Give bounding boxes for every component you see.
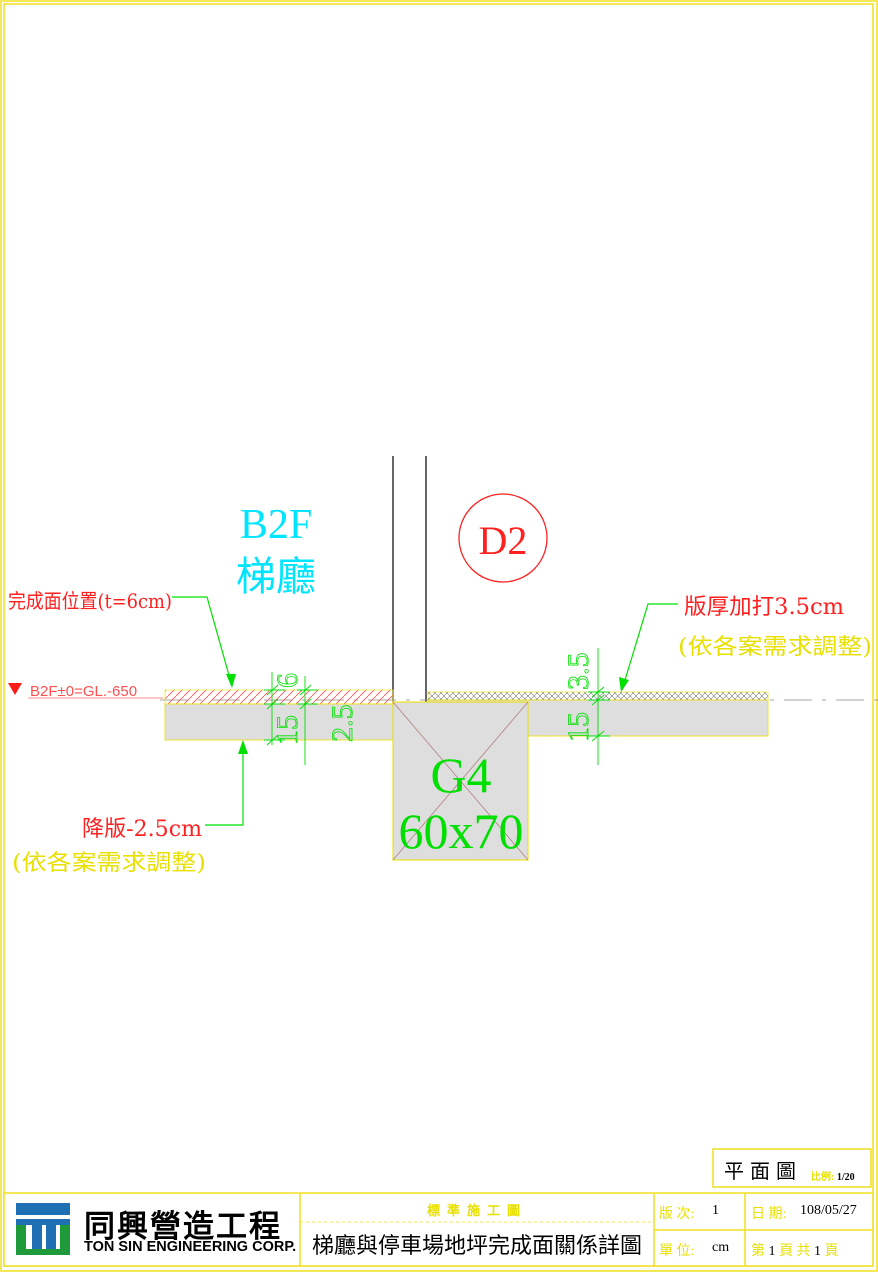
leader-slab-add	[621, 603, 678, 691]
scale: 比例: 1/20	[811, 1168, 855, 1183]
company-logo-icon	[16, 1203, 70, 1255]
dim-right-top: 3.5	[562, 653, 595, 691]
page-total: 1	[814, 1244, 821, 1259]
finish-position-label: 完成面位置(t=6cm)	[8, 589, 172, 613]
dim-left-slab: 15	[271, 715, 304, 745]
dimension-left	[264, 672, 318, 765]
leader-slab-drop	[205, 742, 244, 826]
slab-drop-note: (依各案需求調整)	[12, 851, 206, 876]
dim-right-slab: 15	[562, 712, 595, 742]
level-marker-icon	[8, 683, 22, 695]
drawing-title: 梯廳與停車場地坪完成面關係詳圖	[311, 1234, 642, 1259]
slab-add-label: 版厚加打3.5cm	[684, 595, 844, 620]
plan-title: 平面圖	[724, 1159, 802, 1183]
date-value: 108/05/27	[800, 1203, 857, 1218]
left-slab	[164, 703, 394, 741]
slab-add-note: (依各案需求調整)	[678, 635, 872, 660]
dimension-right	[588, 648, 610, 765]
level-mark-label: B2F±0=GL.-650	[30, 683, 137, 700]
standard-drawing-label: 標準施工圖	[426, 1203, 527, 1218]
version-value: 1	[712, 1203, 719, 1218]
page-info: 第 1 頁 共 1 頁	[751, 1240, 839, 1260]
page-prefix: 第	[751, 1244, 765, 1259]
date-label: 日 期:	[751, 1207, 787, 1222]
column-tag-circle	[458, 493, 548, 583]
company-name-zh: 同興營造工程	[84, 1209, 282, 1245]
company-name-en: TON SIN ENGINEERING CORP.	[84, 1239, 297, 1255]
page-mid: 頁 共	[779, 1244, 811, 1259]
left-finish-layer	[164, 689, 394, 705]
unit-value: cm	[712, 1240, 730, 1255]
dim-left-drop: 2.5	[326, 705, 359, 743]
room-name: 梯廳	[236, 554, 316, 600]
leader-arrow-1	[226, 674, 236, 688]
beam-diagonal-2	[392, 701, 529, 861]
leader-arrow-2	[238, 740, 248, 754]
leader-arrow-3	[619, 677, 629, 692]
version-label: 版 次:	[659, 1207, 695, 1222]
dim-left-top: 6	[271, 673, 304, 688]
page-number: 1	[768, 1244, 776, 1259]
room-level: B2F	[240, 502, 312, 548]
column-tag: D2	[479, 518, 528, 563]
slab-drop-label: 降版-2.5cm	[82, 817, 202, 842]
scale-value: 1/20	[836, 1172, 855, 1183]
unit-label: 單 位:	[659, 1244, 695, 1259]
page-suffix: 頁	[824, 1244, 839, 1259]
beam-size: 60x70	[399, 803, 524, 859]
scale-label: 比例:	[811, 1172, 835, 1183]
plan-title-box	[712, 1148, 872, 1188]
beam-tag: G4	[430, 747, 491, 803]
leader-finish-position	[172, 596, 233, 687]
